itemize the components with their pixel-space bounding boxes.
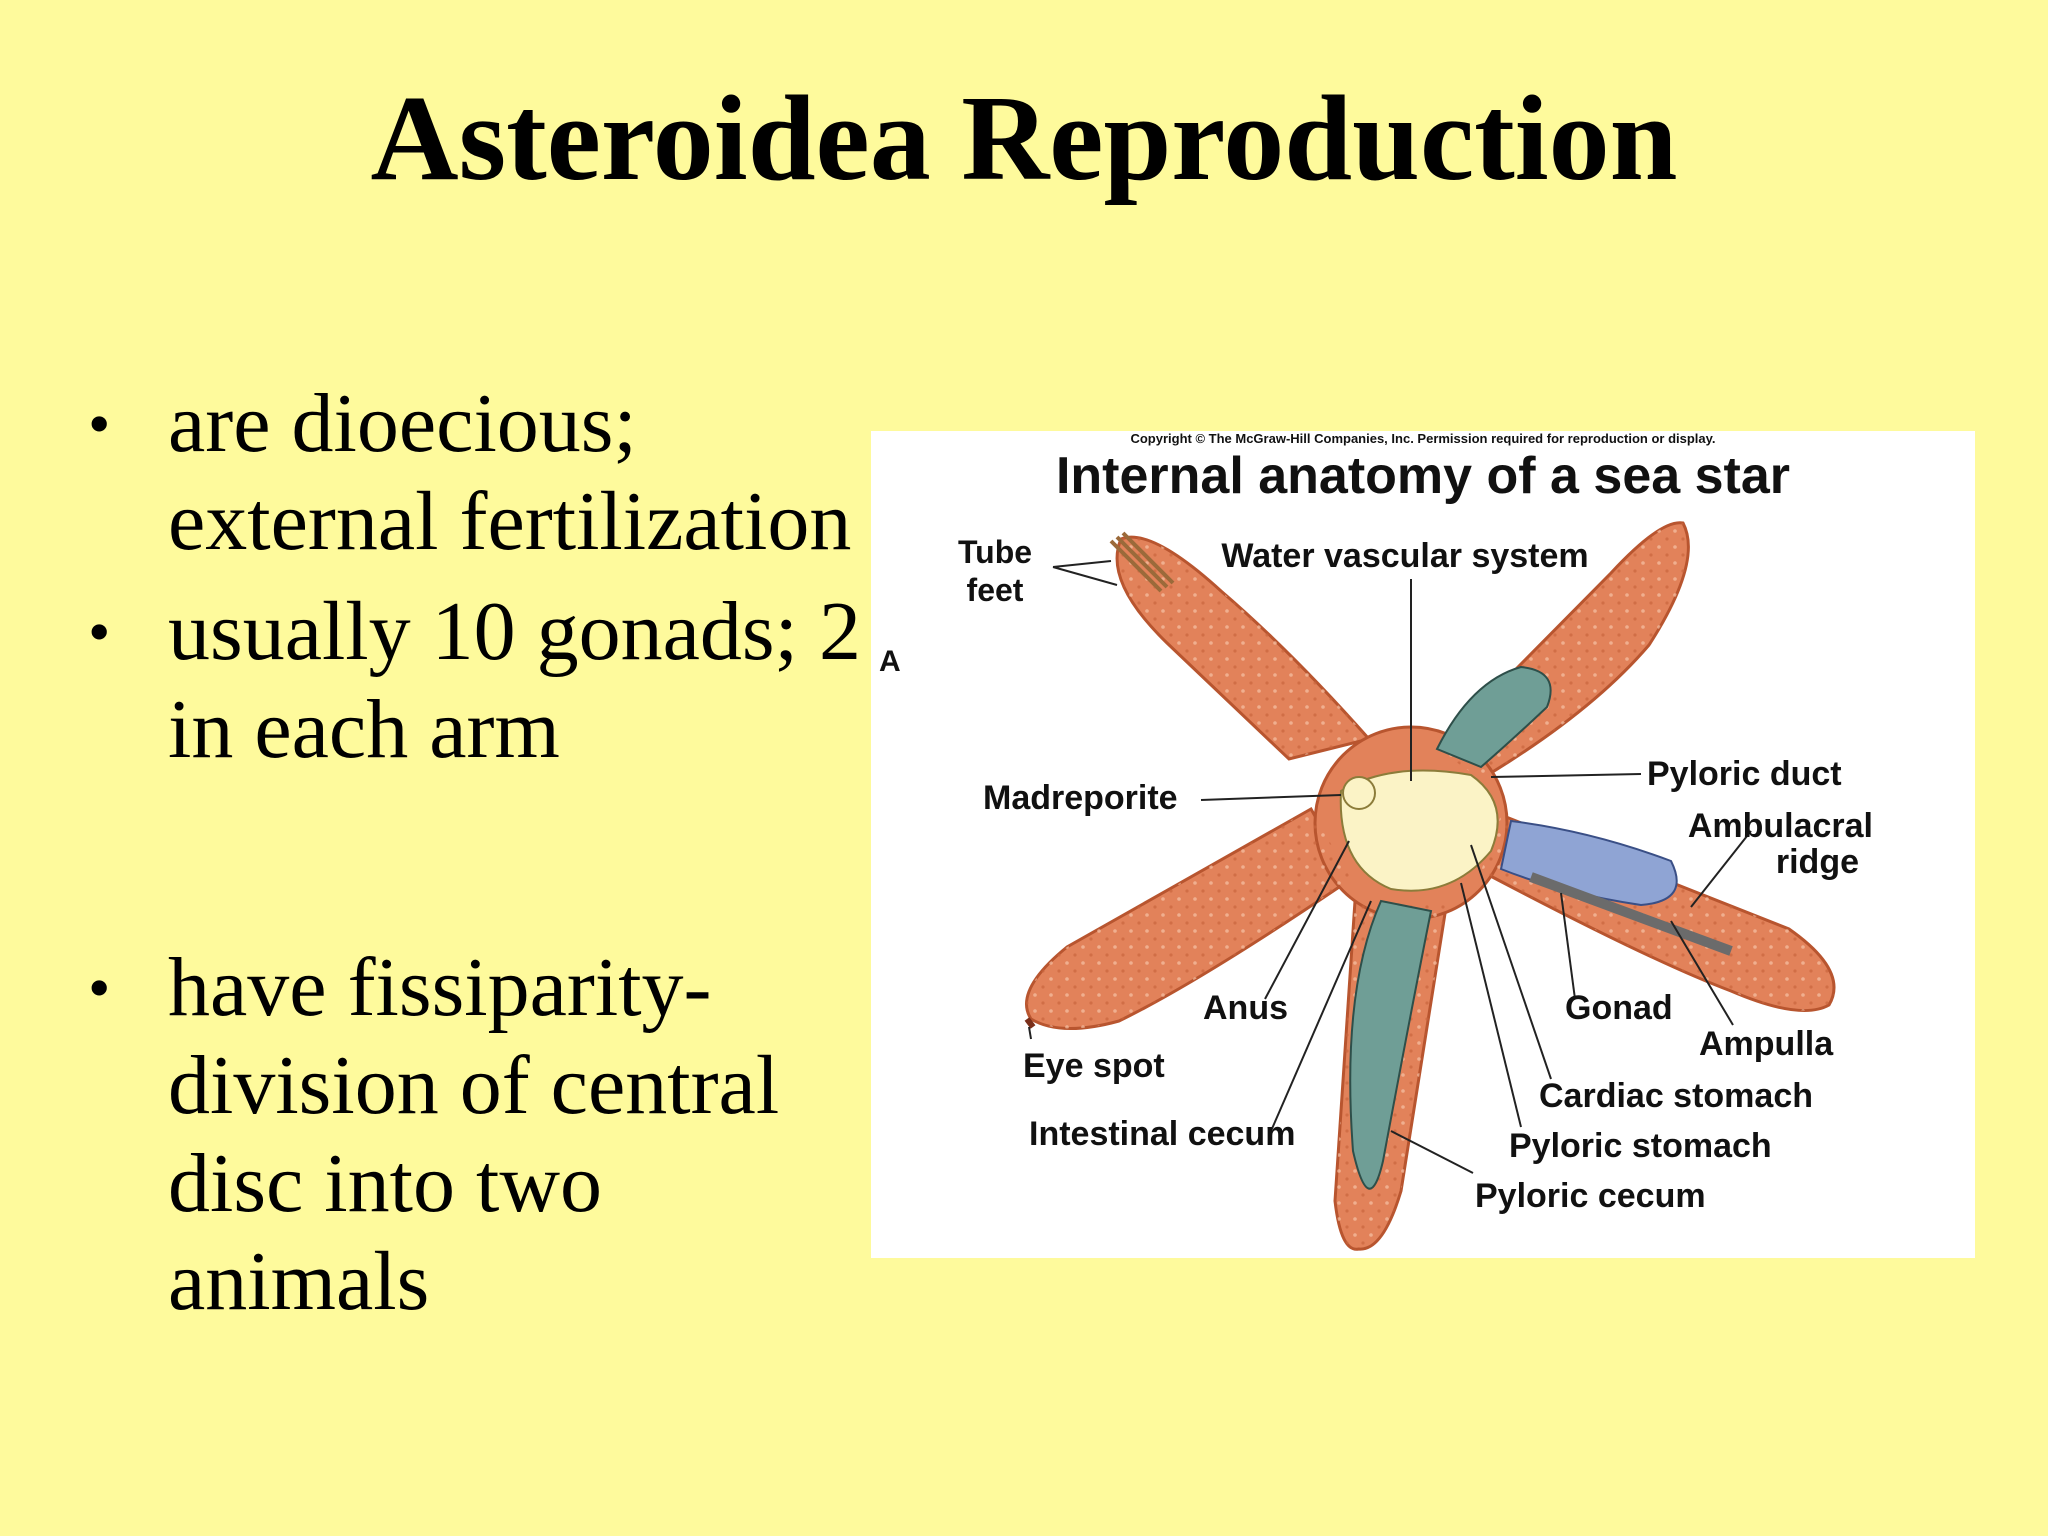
madreporite-organ xyxy=(1342,776,1376,810)
panel-letter: A xyxy=(879,645,901,678)
label-gonad: Gonad xyxy=(1565,989,1673,1027)
label-madreporite: Madreporite xyxy=(983,779,1178,817)
label-anus: Anus xyxy=(1203,989,1288,1027)
label-intestinal-cecum: Intestinal cecum xyxy=(1029,1115,1295,1153)
tube-feet-fringe xyxy=(1109,531,1175,593)
label-cardiac-stomach: Cardiac stomach xyxy=(1539,1077,1813,1115)
bullet-dot-icon: • xyxy=(88,952,111,1023)
label-ambulacral-ridge-1: Ambulacral xyxy=(1688,807,1873,845)
bullet-text: usually 10 gonads; 2 in each arm xyxy=(168,585,861,776)
bullet-dot-icon: • xyxy=(88,388,111,459)
sea-star-diagram: Copyright © The McGraw-Hill Companies, I… xyxy=(879,431,1873,1251)
label-eye-spot: Eye spot xyxy=(1023,1047,1165,1085)
bullet-item: • have fissiparity- division of central … xyxy=(80,939,880,1331)
bullet-list: • are dioecious; external fertilization … xyxy=(80,375,880,1331)
label-tube-feet-2: feet xyxy=(967,572,1024,608)
label-pyloric-stomach: Pyloric stomach xyxy=(1509,1127,1772,1165)
stomach xyxy=(1339,769,1499,892)
bullet-text: have fissiparity- division of central di… xyxy=(168,941,780,1328)
eye-spot xyxy=(1024,1017,1036,1029)
copyright-text: Copyright © The McGraw-Hill Companies, I… xyxy=(1130,431,1715,446)
label-pyloric-duct: Pyloric duct xyxy=(1647,755,1842,793)
sea-star-figure: Copyright © The McGraw-Hill Companies, I… xyxy=(871,431,1975,1258)
bullet-text: are dioecious; external fertilization xyxy=(168,377,852,568)
bullet-item: • are dioecious; external fertilization xyxy=(80,375,880,571)
pyloric-cecum-bottom xyxy=(1349,899,1433,1190)
label-ampulla: Ampulla xyxy=(1699,1025,1834,1063)
label-water-vascular-system: Water vascular system xyxy=(1221,537,1588,575)
ambulacral-ridge xyxy=(1529,872,1733,956)
pyloric-cecum-upper xyxy=(1435,665,1552,769)
label-pyloric-cecum: Pyloric cecum xyxy=(1475,1177,1706,1215)
slide-title: Asteroidea Reproduction xyxy=(370,71,1678,206)
bullet-dot-icon: • xyxy=(88,596,111,667)
sea-star-body xyxy=(1024,521,1836,1251)
label-tube-feet-1: Tube xyxy=(958,534,1032,570)
figure-title: Internal anatomy of a sea star xyxy=(1056,447,1790,505)
leader-lines xyxy=(1028,560,1752,1174)
bullet-item: • usually 10 gonads; 2 in each arm xyxy=(80,583,880,779)
label-ambulacral-ridge-2: ridge xyxy=(1776,843,1859,881)
